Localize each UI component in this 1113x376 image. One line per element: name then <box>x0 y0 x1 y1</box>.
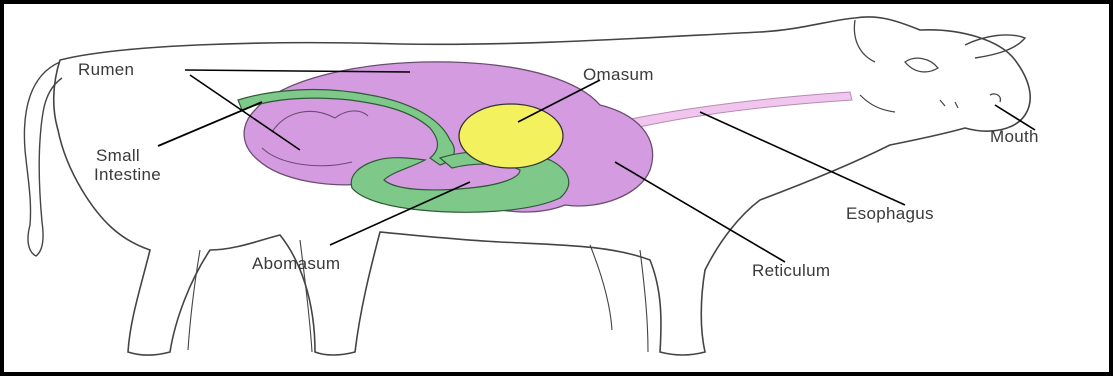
label-small-intestine-line2: Intestine <box>94 166 161 184</box>
cow-ear <box>965 35 1025 58</box>
label-reticulum: Reticulum <box>752 262 830 280</box>
label-mouth: Mouth <box>990 128 1039 146</box>
leader-esophagus <box>700 112 905 205</box>
label-rumen: Rumen <box>78 61 134 79</box>
cow-dewlap <box>860 95 958 112</box>
cow-nostril <box>990 94 1000 102</box>
leader-reticulum <box>615 162 785 262</box>
omasum-organ <box>459 104 563 168</box>
label-omasum: Omasum <box>583 66 654 84</box>
label-small-intestine-line1: Small <box>96 147 140 165</box>
label-abomasum: Abomasum <box>252 255 340 273</box>
cow-eye <box>905 58 938 72</box>
label-esophagus: Esophagus <box>846 205 934 223</box>
cow-horn <box>854 20 875 62</box>
cow-tail <box>24 62 62 256</box>
